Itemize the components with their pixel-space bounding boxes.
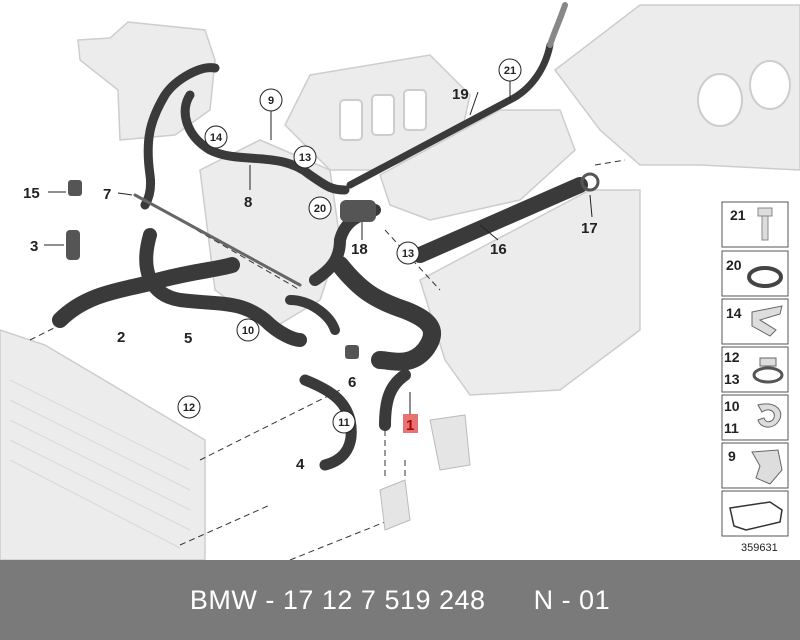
callout-15: 15: [23, 185, 40, 202]
svg-text:13: 13: [402, 248, 414, 260]
hose-1b: [379, 369, 411, 431]
engine-block: [553, 4, 800, 171]
circled-10: 10: [236, 318, 260, 342]
svg-text:20: 20: [314, 203, 326, 215]
circled-callouts: 9 14 13 20 21 13 10 12 11: [177, 58, 522, 434]
sensor-15: [68, 180, 82, 196]
svg-text:9: 9: [728, 448, 736, 464]
radiator: [0, 329, 206, 560]
legend-row-12-13: 12 13: [721, 346, 789, 393]
svg-text:21: 21: [504, 65, 516, 77]
circled-14: 14: [204, 125, 228, 149]
circled-21: 21: [498, 58, 522, 100]
thermostat-housing: [429, 414, 471, 471]
callout-ticks: [44, 91, 593, 415]
hose-14-upper: [140, 63, 220, 210]
hose-16: [412, 177, 588, 263]
svg-text:14: 14: [210, 132, 223, 144]
callout-3: 3: [30, 238, 38, 255]
svg-text:10: 10: [724, 398, 740, 414]
circled-9: 9: [259, 88, 283, 140]
fitting-6: [345, 345, 359, 359]
circled-13b: 13: [396, 241, 420, 265]
ring-17: [580, 172, 600, 192]
hose-10: [285, 295, 340, 335]
legend-row-20: 20: [721, 250, 789, 297]
hose-9: [180, 90, 350, 195]
cylinder-head: [419, 189, 641, 396]
holder-icon: [751, 449, 783, 485]
callout-19: 19: [452, 86, 469, 103]
svg-text:21: 21: [730, 207, 746, 223]
svg-text:11: 11: [724, 420, 739, 436]
hose-top: [547, 2, 568, 48]
callout-16: 16: [490, 241, 507, 258]
circled-13a: 13: [293, 145, 317, 169]
legend-row-arrow: [721, 490, 789, 537]
svg-text:10: 10: [242, 325, 254, 337]
hose-7-pipe: [133, 193, 302, 287]
legend-row-14: 14: [721, 298, 789, 345]
svg-text:13: 13: [724, 371, 740, 387]
legend-row-9: 9: [721, 442, 789, 489]
valve-cover: [379, 109, 576, 221]
hose-5: [139, 228, 307, 347]
svg-text:20: 20: [726, 257, 742, 273]
callout-17: 17: [581, 220, 598, 237]
svg-text:1: 1: [406, 417, 414, 434]
hose-clamp-icon: [752, 357, 784, 384]
expansion-tank: [77, 21, 216, 141]
sensor-3: [66, 230, 80, 260]
circled-11: 11: [332, 410, 356, 434]
spring-clip-icon: [757, 403, 782, 428]
svg-text:12: 12: [183, 402, 195, 414]
callout-8: 8: [244, 194, 252, 211]
radiator-fins: [9, 379, 191, 549]
cylinder-bores: [339, 60, 791, 141]
bolt-icon: [757, 207, 773, 241]
legend-row-21: 21: [721, 201, 789, 248]
callout-1-highlight: 1: [403, 414, 418, 434]
parts-diagram: 15 3 7 8 2 5 6 4 18 19 16 17 1 9 14 13 2…: [0, 2, 800, 560]
hose-1: [331, 256, 441, 371]
part-number: BMW - 17 12 7 519 248: [189, 584, 486, 615]
o-ring-icon: [747, 266, 783, 288]
circled-12: 12: [177, 395, 201, 419]
svg-text:12: 12: [724, 349, 740, 365]
footer-bar: BMW - 17 12 7 519 248 N - 01: [0, 560, 800, 640]
engine-background: [0, 4, 800, 560]
svg-text:9: 9: [268, 95, 274, 107]
reference-number: 359631: [741, 542, 778, 554]
svg-text:11: 11: [338, 417, 350, 429]
clip-icon: [751, 305, 783, 337]
callout-4: 4: [296, 456, 305, 473]
hose-2: [52, 257, 240, 328]
fitting-18: [340, 200, 376, 222]
arrow-direction-icon: [729, 501, 783, 531]
callout-5: 5: [184, 330, 192, 347]
callout-7: 7: [103, 186, 111, 203]
callout-labels: 15 3 7 8 2 5 6 4 18 19 16 17: [23, 86, 598, 473]
callout-2: 2: [117, 329, 125, 346]
legend-row-10-11: 10 11: [721, 394, 789, 441]
svg-text:13: 13: [299, 152, 311, 164]
fittings: [66, 172, 600, 359]
legend: 21 20 14 12 13 10 11: [721, 201, 789, 554]
callout-6: 6: [348, 374, 356, 391]
bracket: [379, 479, 411, 531]
circled-20: 20: [308, 196, 332, 220]
revision-code: N - 01: [533, 584, 611, 615]
callout-18: 18: [351, 241, 368, 258]
svg-text:14: 14: [726, 305, 742, 321]
